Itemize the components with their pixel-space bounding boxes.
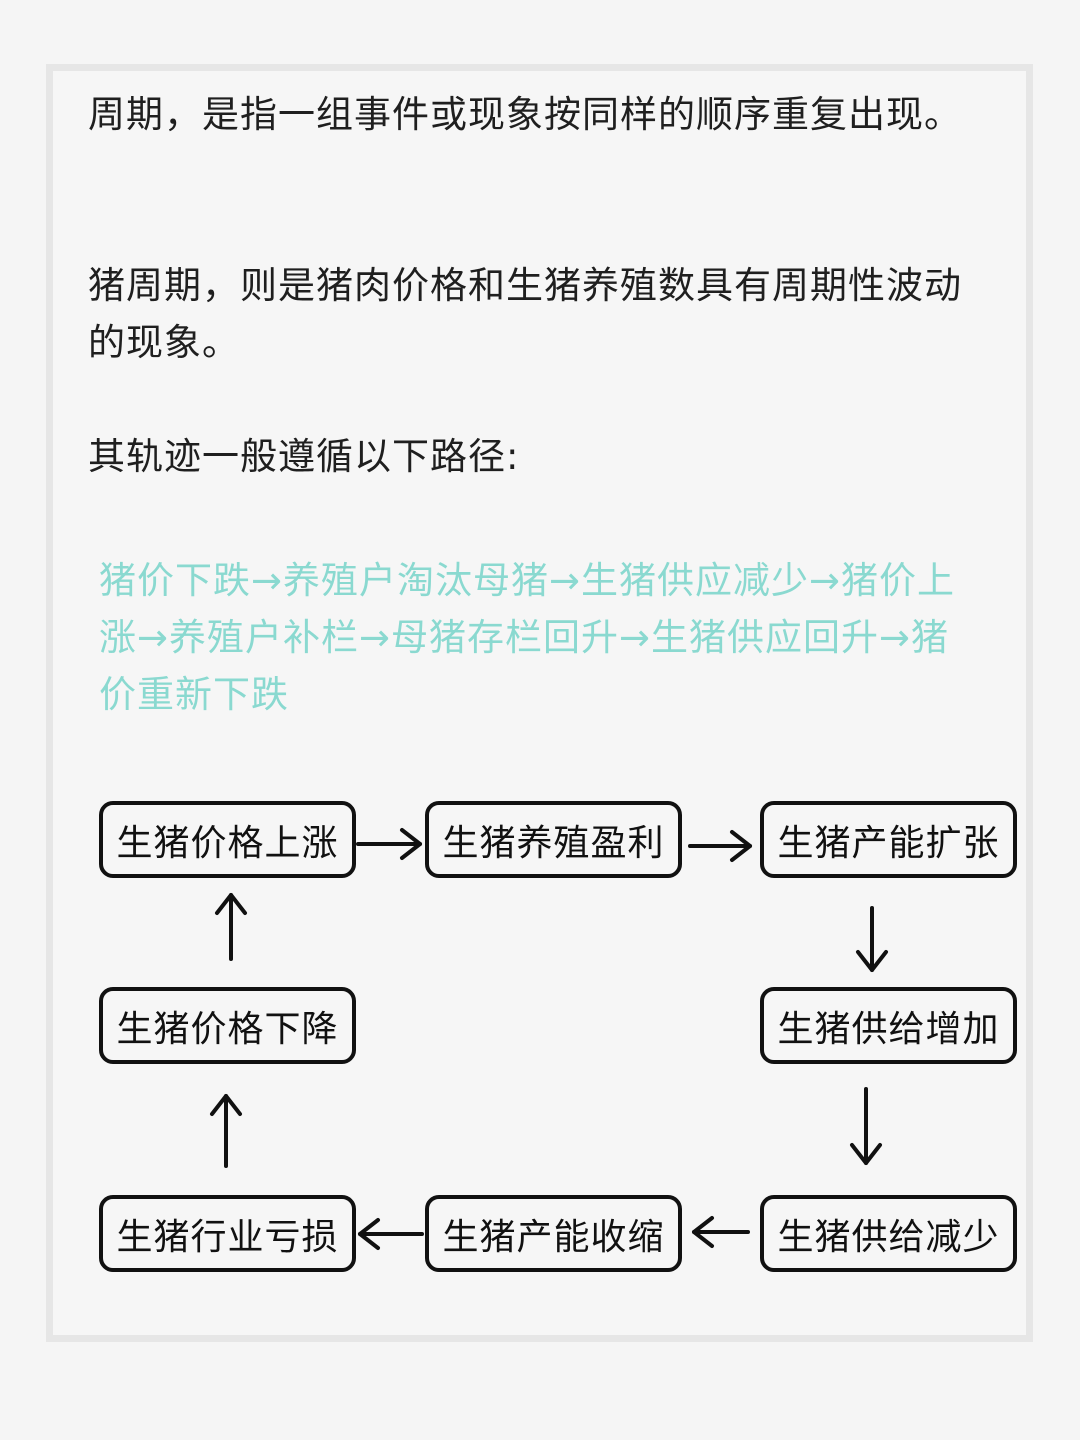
cycle-definition-text: 周期，是指一组事件或现象按同样的顺序重复出现。 xyxy=(88,93,962,136)
down-arrow-icon xyxy=(856,906,888,972)
node-supply-decrease: 生猪供给减少 xyxy=(760,1195,1017,1272)
left-arrow-icon xyxy=(692,1216,750,1248)
up-arrow-icon xyxy=(210,1094,242,1168)
up-arrow-icon xyxy=(215,893,247,961)
right-arrow-icon xyxy=(688,830,752,862)
left-arrow-icon xyxy=(358,1218,424,1250)
right-arrow-icon xyxy=(356,828,422,860)
trajectory-path-text: 猪价下跌→养殖户淘汰母猪→生猪供应减少→猪价上涨→养殖户补栏→母猪存栏回升→生猪… xyxy=(99,559,956,716)
content-card xyxy=(46,64,1033,1342)
node-price-fall: 生猪价格下降 xyxy=(99,987,356,1064)
pig-cycle-definition-text: 猪周期，则是猪肉价格和生猪养殖数具有周期性波动的现象。 xyxy=(88,264,962,364)
node-capacity-expand: 生猪产能扩张 xyxy=(760,801,1017,878)
down-arrow-icon xyxy=(850,1087,882,1165)
node-breeding-profit: 生猪养殖盈利 xyxy=(425,801,682,878)
node-supply-increase: 生猪供给增加 xyxy=(760,987,1017,1064)
node-industry-loss: 生猪行业亏损 xyxy=(99,1195,356,1272)
node-price-rise: 生猪价格上涨 xyxy=(99,801,356,878)
trajectory-lead-text: 其轨迹一般遵循以下路径: xyxy=(88,435,520,478)
node-capacity-shrink: 生猪产能收缩 xyxy=(425,1195,682,1272)
